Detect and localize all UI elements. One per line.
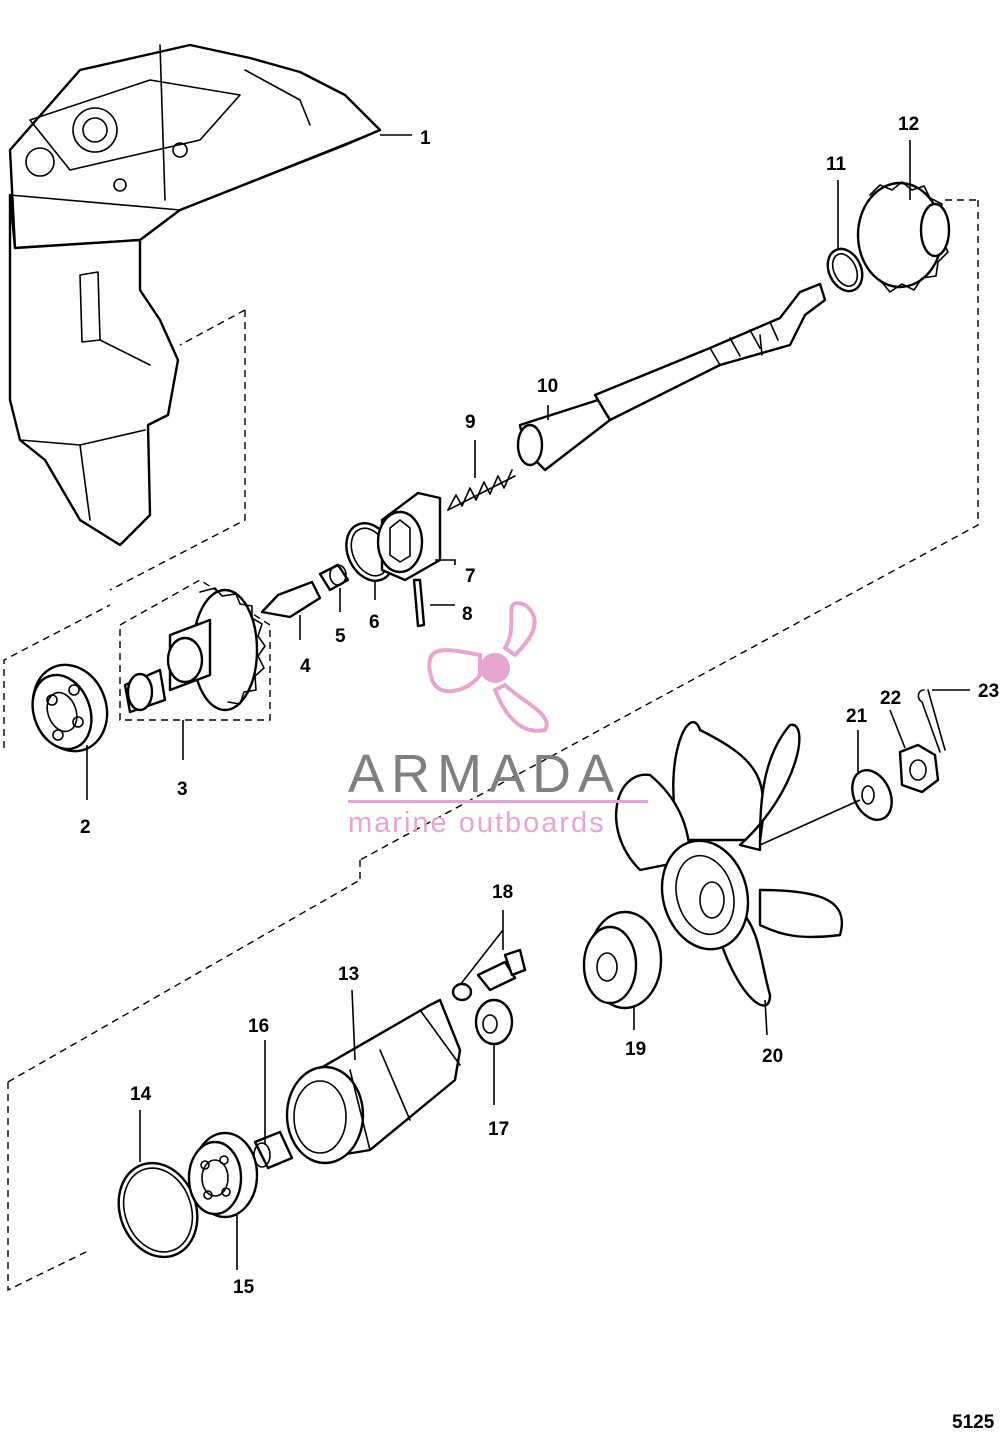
callout-1: 1: [420, 128, 431, 149]
callout-10: 10: [537, 376, 558, 397]
propeller-logo-icon: [427, 601, 549, 733]
callout-18: 18: [492, 882, 513, 903]
leader-lines: [86, 134, 970, 1270]
callout-labels: 1 2 3 4 5 6 7 8 9 10 11 12 13 14 15 16 1…: [80, 114, 999, 1298]
callout-12: 12: [898, 114, 919, 135]
callout-9: 9: [465, 412, 476, 433]
figure-number: 5125: [952, 1412, 995, 1433]
needle-bearing-part: [253, 1130, 294, 1170]
watermark-tagline: marine outboards: [348, 807, 606, 839]
callout-7: 7: [465, 566, 476, 587]
callout-20: 20: [762, 1046, 783, 1067]
clutch-dog-part: [376, 491, 442, 582]
callout-15: 15: [233, 1277, 255, 1298]
armada-watermark: ARMADA marine outboards: [348, 601, 648, 839]
carrier-washer-part: [474, 998, 514, 1046]
watermark-name: ARMADA: [348, 744, 621, 804]
callout-21: 21: [846, 706, 868, 727]
callout-2: 2: [80, 817, 91, 838]
callout-22: 22: [880, 688, 901, 709]
thrust-washer-part: [826, 247, 864, 293]
propeller-shaft-part: [516, 282, 827, 472]
watermark-divider: [348, 800, 648, 803]
bearing-carrier-part: [285, 998, 462, 1165]
callout-6: 6: [369, 612, 380, 633]
callout-23: 23: [978, 681, 999, 702]
callout-16: 16: [248, 1016, 269, 1037]
screw-and-washer-part: [451, 948, 527, 1002]
callout-5: 5: [335, 626, 346, 647]
assembly-dashed-lines: [3, 199, 979, 1292]
cross-pin-part: [412, 578, 426, 628]
callout-3: 3: [177, 779, 188, 800]
callout-11: 11: [826, 154, 847, 175]
callout-17: 17: [488, 1119, 509, 1140]
guide-block-part: [318, 563, 350, 592]
cam-follower-part: [260, 580, 322, 619]
cotter-pin-part: [917, 689, 946, 753]
callout-4: 4: [300, 656, 311, 677]
callout-14: 14: [130, 1084, 152, 1105]
callout-13: 13: [338, 964, 359, 985]
reverse-gear-part: [856, 181, 951, 293]
spring-part: [447, 469, 516, 511]
gear-housing-part: [8, 43, 382, 547]
propeller-nut-part: [898, 743, 940, 794]
propeller-part: [615, 721, 843, 1007]
pinion-gear-part: [119, 579, 271, 721]
propeller-washer-part: [851, 769, 893, 821]
lower-ball-bearing-part: [187, 1131, 259, 1219]
callout-19: 19: [625, 1039, 646, 1060]
thrust-hub-part: [582, 910, 663, 1010]
callout-8: 8: [462, 604, 473, 625]
ball-bearing-part: [31, 663, 109, 753]
